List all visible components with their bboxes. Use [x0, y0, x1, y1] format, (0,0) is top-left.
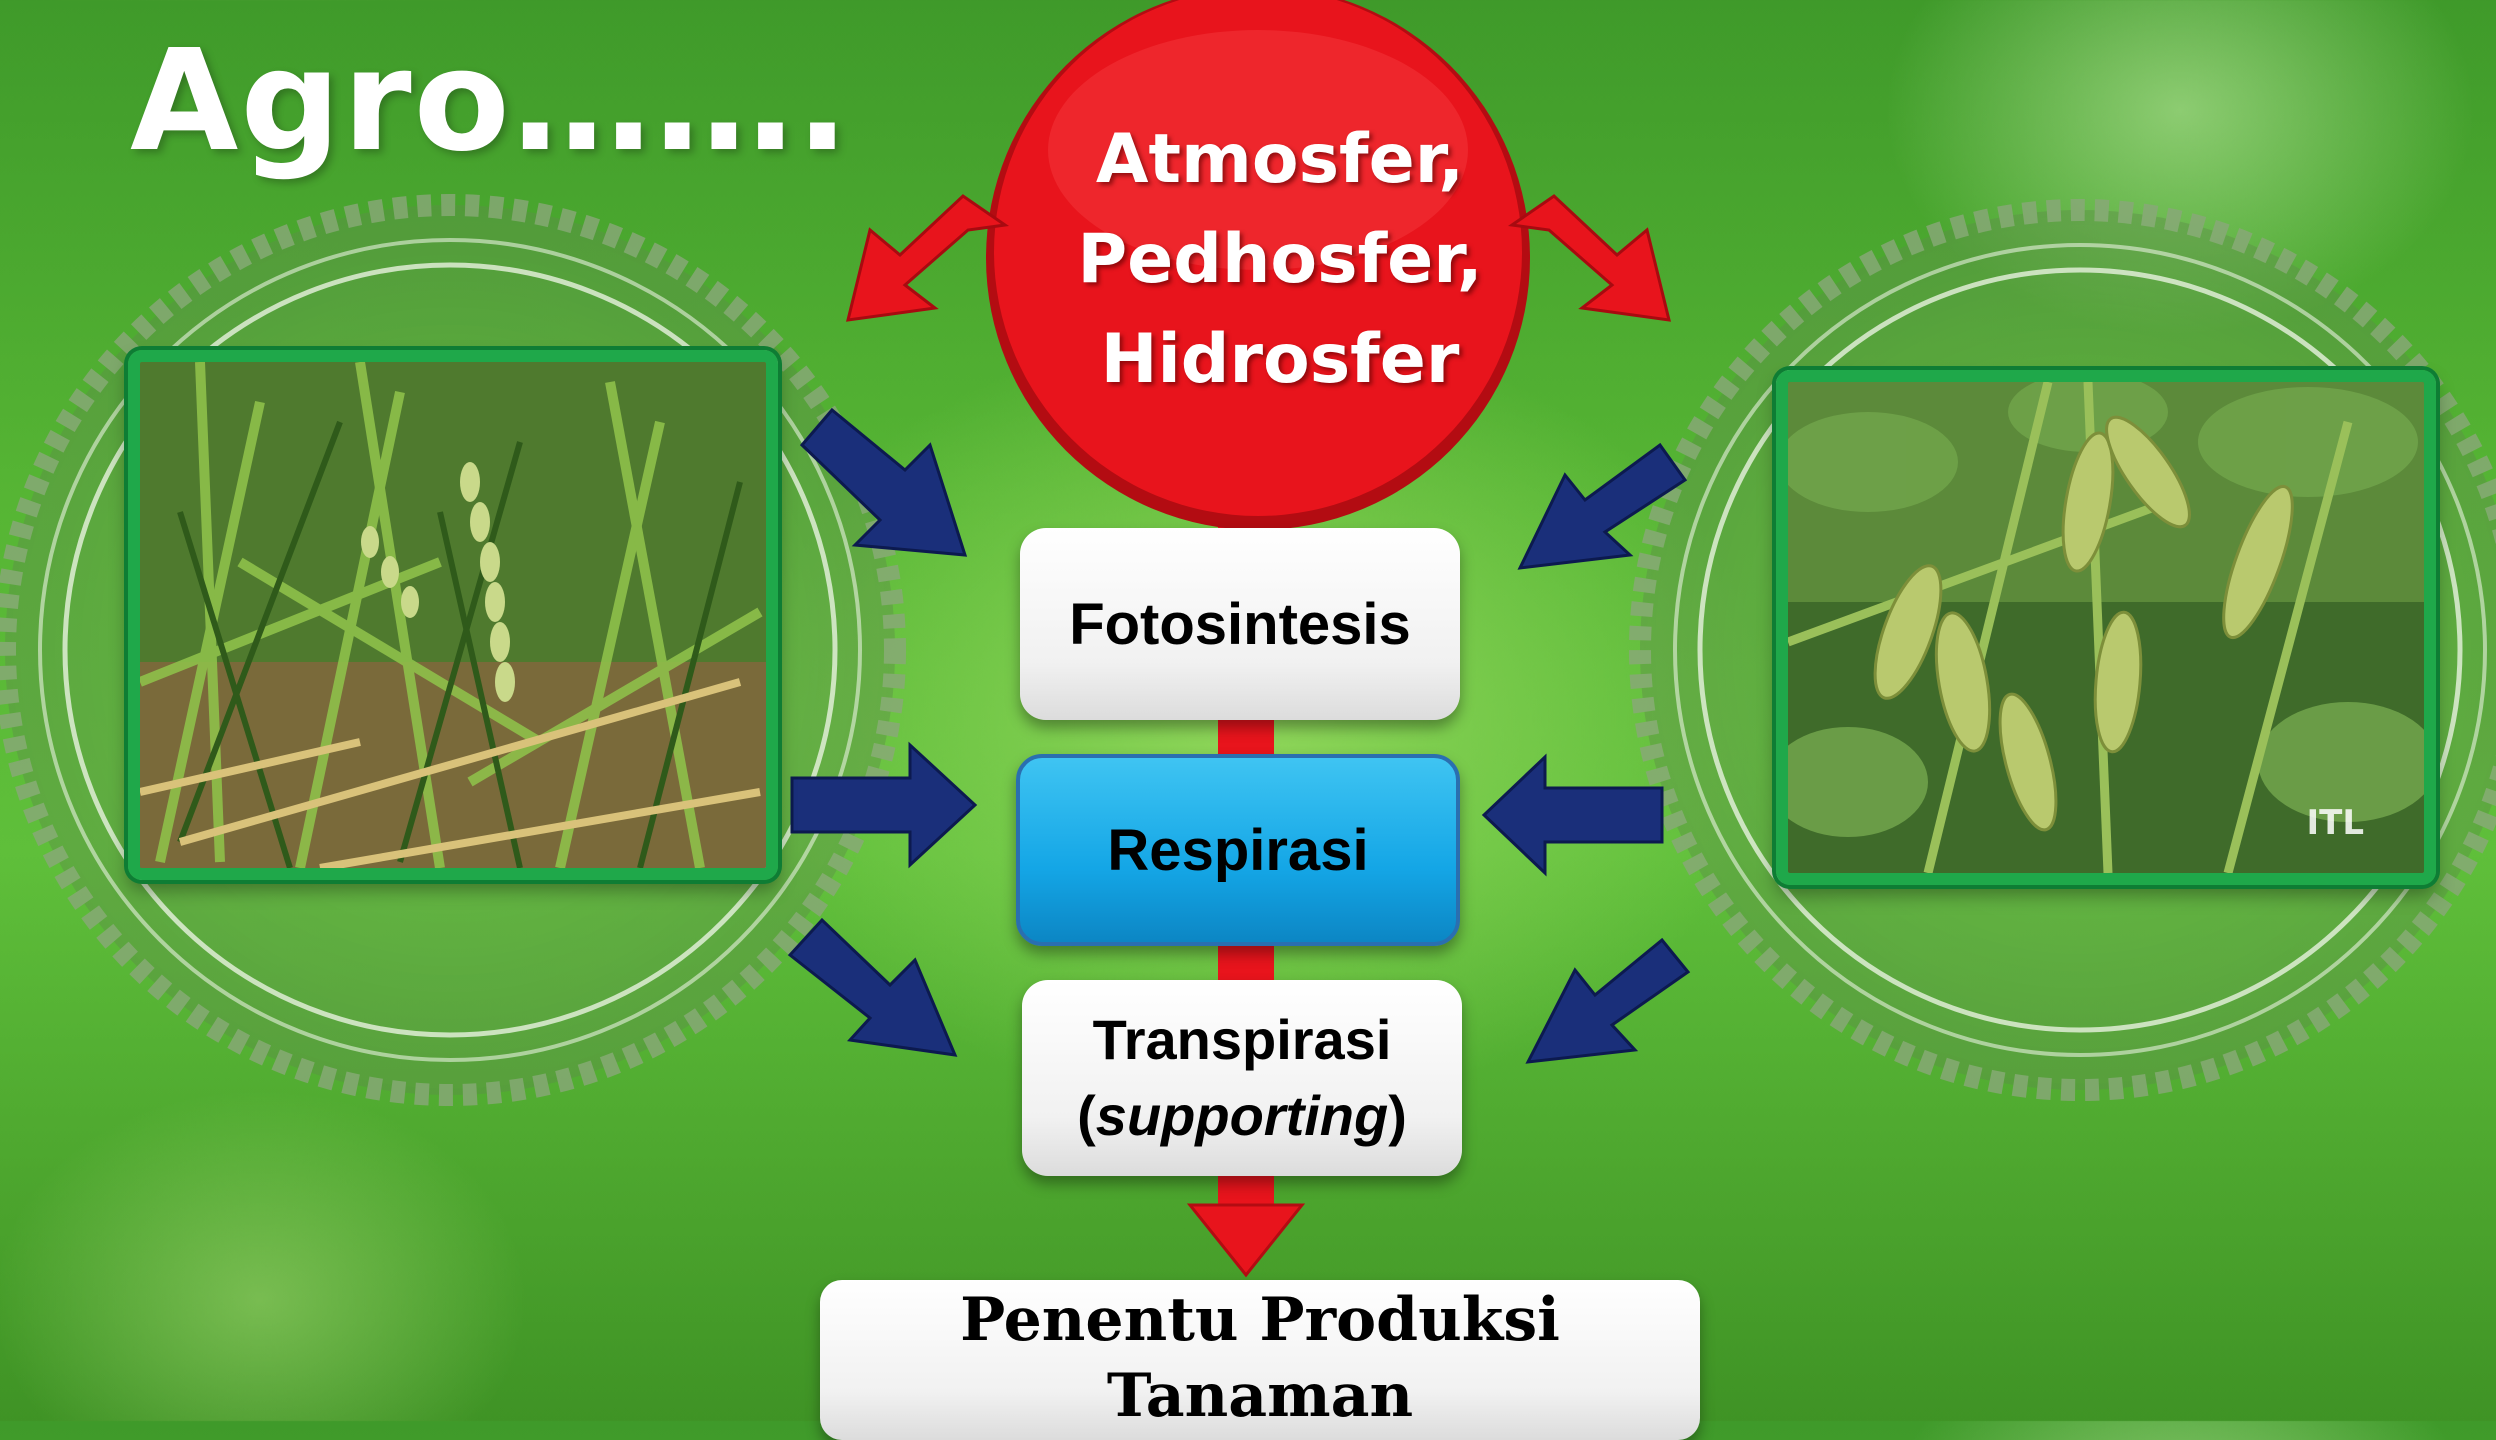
transpirasi-box: Transpirasi (supporting) [1022, 980, 1462, 1176]
soybean-plant-image [1788, 382, 2424, 873]
blue-arrow-right-middle [1484, 757, 1662, 873]
blue-arrow-left-bottom [790, 920, 955, 1055]
respirasi-box: Respirasi [1016, 754, 1460, 946]
result-box: Penentu Produksi Tanaman [820, 1280, 1700, 1440]
result-line-1: Penentu Produksi [960, 1282, 1560, 1358]
atmosfer-circle-label: Atmosfer, Pedhosfer, Hidrosfer [1000, 110, 1560, 410]
rice-plant-image [140, 362, 766, 868]
photo-watermark: ITL [2306, 803, 2364, 843]
circle-line-hidrosfer: Hidrosfer [1000, 310, 1560, 410]
supporting-label: (supporting) [1077, 1078, 1407, 1154]
fotosintesis-label: Fotosintesis [1069, 591, 1411, 658]
page-title: Agro……. [130, 20, 851, 183]
result-line-2: Tanaman [1107, 1358, 1413, 1434]
supporting-close-paren: ) [1388, 1084, 1407, 1147]
soybean-plant-photo: ITL [1776, 370, 2436, 885]
rice-plant-photo [128, 350, 778, 880]
red-arrow-left [848, 196, 1005, 320]
blue-arrow-right-bottom [1528, 940, 1688, 1062]
circle-line-pedhosfer: Pedhosfer, [1000, 210, 1560, 310]
supporting-open-paren: ( [1077, 1084, 1096, 1147]
respirasi-label: Respirasi [1107, 817, 1368, 884]
down-arrow [1190, 1205, 1302, 1275]
transpirasi-label: Transpirasi [1093, 1002, 1392, 1078]
circle-line-atmosfer: Atmosfer, [1000, 110, 1560, 210]
supporting-text: supporting [1096, 1084, 1388, 1147]
fotosintesis-box: Fotosintesis [1020, 528, 1460, 720]
